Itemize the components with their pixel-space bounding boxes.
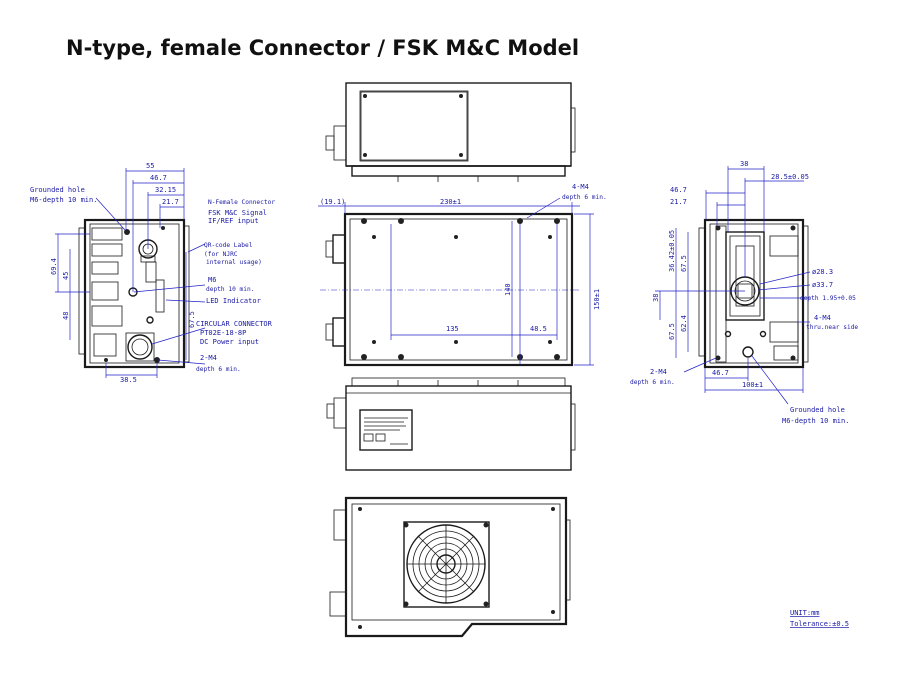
view-top-elevation: [325, 82, 576, 182]
m4-left-label: 2-M4: [200, 354, 217, 362]
grounded-hole-label-left: Grounded hole: [30, 186, 85, 194]
dim-28-5: 28.5±0.05: [771, 173, 809, 181]
fsk-input-label: IF/REF input: [208, 217, 259, 225]
grounded-hole-spec-right: M6-depth 10 min.: [782, 417, 849, 425]
dim-150: 150±1: [593, 289, 601, 310]
fan-icon: [403, 521, 490, 608]
m6-label: M6: [208, 276, 216, 284]
grounded-hole-spec-left: M6-depth 10 min.: [30, 196, 97, 204]
qr-code-label: QR-code Label: [204, 242, 253, 249]
dim-21-7-left: 21.7: [162, 198, 179, 206]
dim-62-4: 62.4: [680, 315, 688, 332]
view-fan-side: [329, 496, 571, 638]
m4-right-label: 4-M4: [814, 314, 831, 322]
circular-connector-label: CIRCULAR CONNECTOR: [196, 320, 273, 328]
left-view-annotations: Grounded hole M6-depth 10 min. 55 46.7 3…: [30, 162, 275, 384]
circular-connector-part: PT02E-18-8P: [200, 329, 246, 337]
view-bottom-elevation: [326, 377, 576, 471]
qr-code-note-1: (for NJRC: [204, 251, 238, 258]
dim-140: 140: [504, 283, 512, 296]
dia-28-3-label: ø28.3: [812, 268, 833, 276]
dim-19-1: (19.1): [320, 198, 345, 206]
dim-100: 100±1: [742, 381, 763, 389]
view-plan: [318, 197, 594, 367]
view-right-end: [655, 166, 811, 405]
n-female-connector-label: N-Female Connector: [208, 199, 275, 206]
dia-33-7-label: ø33.7: [812, 281, 833, 289]
dim-21-7-right: 21.7: [670, 198, 687, 206]
m4-top-label: 4-M4: [572, 183, 589, 191]
led-indicator-label: LED Indicator: [206, 297, 261, 305]
m4-right2-depth: depth 6 min.: [630, 379, 675, 386]
qr-code-note-2: internal usage): [206, 259, 262, 266]
m6-depth-label: depth 10 min.: [206, 286, 254, 293]
dim-45: 45: [62, 272, 70, 280]
dim-38-5: 38.5: [120, 376, 137, 384]
dim-135: 135: [446, 325, 459, 333]
dim-55: 55: [146, 162, 154, 170]
page-title: N-type, female Connector / FSK M&C Model: [66, 36, 580, 60]
dim-38-top: 38: [740, 160, 748, 168]
unit-label: UNIT:mm: [790, 609, 820, 617]
m4-top-depth: depth 6 min.: [562, 194, 607, 201]
dim-69-4: 69.4: [50, 258, 58, 275]
dim-48: 48: [62, 312, 70, 320]
dim-67-5-left: 67.5: [188, 311, 196, 328]
dim-48-5: 48.5: [530, 325, 547, 333]
depth-1-95-label: depth 1.95+0.05: [800, 295, 856, 302]
unit-note: UNIT:mm Tolerance:±0.5: [790, 609, 849, 628]
dim-38-right: 38: [652, 294, 660, 302]
dim-32-15: 32.15: [155, 186, 176, 194]
dim-46-7-left: 46.7: [150, 174, 167, 182]
dc-power-label: DC Power input: [200, 338, 259, 346]
dim-67-5-right-bottom: 67.5: [668, 323, 676, 340]
dim-46-7-right: 46.7: [670, 186, 687, 194]
plan-view-annotations: (19.1) 230±1 4-M4 depth 6 min. 140 150±1…: [320, 183, 607, 333]
tolerance-label: Tolerance:±0.5: [790, 620, 849, 628]
fsk-signal-label: FSK M&C Signal: [208, 209, 267, 217]
dim-67-5-right-top: 67.5: [680, 255, 688, 272]
m4-right2-label: 2-M4: [650, 368, 667, 376]
dim-230: 230±1: [440, 198, 461, 206]
dim-46-7-bottom: 46.7: [712, 369, 729, 377]
right-view-annotations: 38 28.5±0.05 46.7 21.7 36.42±0.05 67.5 3…: [630, 160, 858, 425]
m4-right-thru: thru.near side: [806, 324, 858, 331]
view-left-end: [55, 168, 206, 378]
grounded-hole-label-right: Grounded hole: [790, 406, 845, 414]
m4-left-depth: depth 6 min.: [196, 366, 241, 373]
dim-36-42: 36.42±0.05: [668, 230, 676, 272]
